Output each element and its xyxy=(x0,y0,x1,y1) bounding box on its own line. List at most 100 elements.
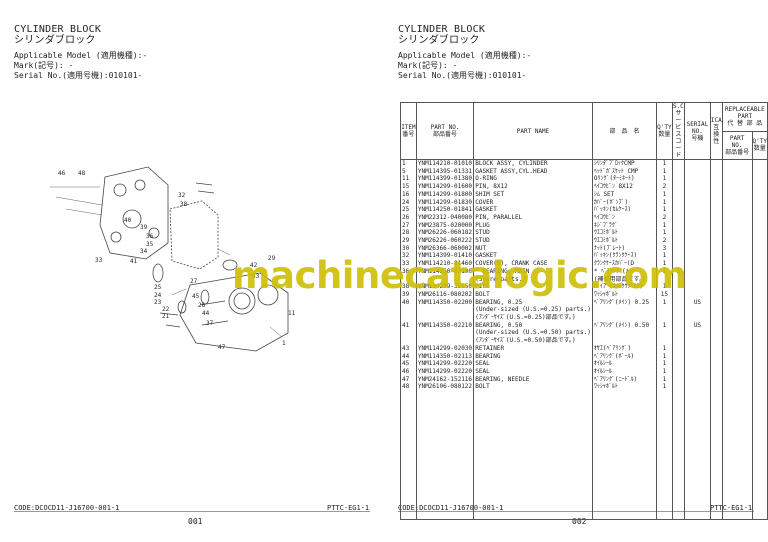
cell-empty xyxy=(656,391,673,521)
cell-empty xyxy=(721,383,753,392)
header-part-name: PART NAME xyxy=(473,102,593,160)
cell-item: 47 xyxy=(400,375,417,384)
cell-empty xyxy=(709,375,723,384)
cell-empty xyxy=(721,298,753,307)
cell-empty xyxy=(709,267,723,276)
cell-jp: ｼﾘﾝﾀﾞﾌﾞﾛｯｸCMP xyxy=(591,159,658,168)
callout-33: 33 xyxy=(95,257,103,264)
header-serial: SERIAL NO. 号機 xyxy=(684,102,711,160)
cell-jp: (補修用部品です。) xyxy=(591,275,658,284)
cell-sc xyxy=(671,329,686,338)
cell-serial xyxy=(684,244,711,253)
cell-name: SEAL xyxy=(473,360,593,368)
cell-empty xyxy=(721,360,753,368)
cell-empty xyxy=(721,175,753,184)
header-replaceable: REPLACEABLE PART 代 替 部 品 xyxy=(721,102,768,132)
cell-name: SHIM SET xyxy=(473,190,593,199)
left-page-number: 001 xyxy=(188,517,203,526)
cell-qty: 1 xyxy=(656,190,673,199)
cell-empty xyxy=(721,167,753,176)
cell-jp: ｵｻｴ(ﾍﾞｱﾘﾝｸﾞ) xyxy=(591,344,658,353)
cell-name: PIN, 8X12 xyxy=(473,183,593,191)
callout-36: 36 xyxy=(146,233,154,240)
cell-serial xyxy=(684,306,711,315)
cell-jp: Oﾘﾝｸﾞ(ﾀｰﾐﾈｰﾄ) xyxy=(591,175,658,184)
cell-empty xyxy=(751,275,768,284)
cell-empty xyxy=(591,391,658,521)
cell-name: GASKET xyxy=(473,252,593,261)
callout-29: 29 xyxy=(268,255,276,262)
left-code: CODE:DCOCD11-J16700-001-1 xyxy=(14,504,120,512)
cell-item: 39 xyxy=(400,290,417,299)
mark: Mark(記号): - xyxy=(14,61,74,70)
cell-empty xyxy=(721,206,753,214)
cell-serial xyxy=(684,337,711,345)
cell-item: 24 xyxy=(400,198,417,207)
cell-empty xyxy=(751,244,768,253)
parts-list-table: ITEM 番号 PART NO. 部品番号 PART NAME 部 品 名 Q'… xyxy=(400,102,768,521)
cell-empty xyxy=(709,391,723,521)
cell-qty: 1 xyxy=(656,198,673,207)
cell-part-no xyxy=(415,314,475,322)
cell-sc xyxy=(671,383,686,392)
crankcase-cover-shape xyxy=(99,166,169,260)
cell-part-no: YNM114350-02210 xyxy=(415,321,475,330)
cell-item: 41 xyxy=(400,321,417,330)
left-pttc: PTTC-EG1-1 xyxy=(327,504,370,512)
header-sc: S.C サービス コード xyxy=(671,102,686,160)
cell-empty xyxy=(751,298,768,307)
cell-sc xyxy=(671,213,686,222)
table-row: (Under-sized (U.S.=0.25) parts.) xyxy=(400,306,768,315)
cell-qty: 1 xyxy=(656,283,673,291)
cell-part-no: YNM23875-020000 xyxy=(415,221,475,230)
cell-part-no: YNM114299-01830 xyxy=(415,198,475,207)
cell-empty xyxy=(721,260,753,268)
callout-22: 22 xyxy=(162,306,170,313)
callout-42: 42 xyxy=(250,262,258,269)
cell-part-no: YNM114399-01380 xyxy=(415,175,475,184)
cell-empty xyxy=(751,360,768,368)
cell-empty xyxy=(751,198,768,207)
cell-empty xyxy=(751,213,768,222)
header-part-no: PART NO. 部品番号 xyxy=(415,102,475,160)
cell-empty xyxy=(709,175,723,184)
cell-empty xyxy=(709,244,723,253)
callout-21: 21 xyxy=(162,313,170,320)
callout-32: 32 xyxy=(178,192,186,199)
cell-empty xyxy=(709,229,723,238)
cell-qty xyxy=(656,337,673,345)
header-ica: ICA 互 換 性 xyxy=(709,102,723,160)
cell-part-no: YNM114299-35150 xyxy=(415,283,475,291)
cell-qty: 1 xyxy=(656,298,673,307)
cell-empty xyxy=(709,260,723,268)
cell-jp xyxy=(591,329,658,338)
cell-name: SEAL xyxy=(473,367,593,376)
cell-empty xyxy=(721,290,753,299)
cell-part-no: YNM114350-02113 xyxy=(415,352,475,361)
cell-jp xyxy=(591,337,658,345)
cell-serial xyxy=(684,159,711,168)
cell-empty xyxy=(721,321,753,330)
cell-jp: ﾜｯｼｬﾎﾞﾙﾄ xyxy=(591,383,658,392)
cell-empty xyxy=(751,183,768,191)
callout-23: 23 xyxy=(154,299,162,306)
cell-sc xyxy=(671,244,686,253)
cell-part-no: YNM114299-02220 xyxy=(415,360,475,368)
cell-part-no: YNM24162-152116 xyxy=(415,375,475,384)
cell-empty xyxy=(709,321,723,330)
cell-item: 29 xyxy=(400,237,417,245)
cell-name: BEARING xyxy=(473,352,593,361)
cell-item: 45 xyxy=(400,360,417,368)
cell-empty xyxy=(751,237,768,245)
cell-name: BOLT xyxy=(473,290,593,299)
callout-43: 43 xyxy=(252,273,260,280)
cell-empty xyxy=(721,329,753,338)
cell-qty: 1 xyxy=(656,360,673,368)
cell-name: NUT xyxy=(473,244,593,253)
cell-sc xyxy=(671,183,686,191)
